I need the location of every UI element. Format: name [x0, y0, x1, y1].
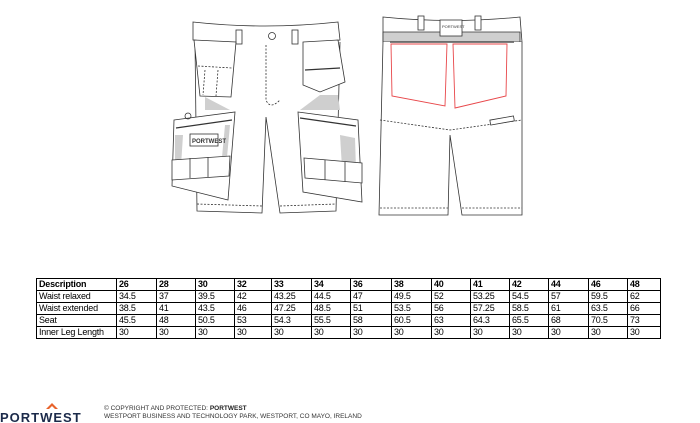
- table-cell: 68: [548, 314, 589, 327]
- table-cell: 30: [271, 326, 312, 339]
- table-cell: 63.5: [588, 302, 628, 315]
- column-header-size: 46: [588, 278, 628, 291]
- row-label: Waist extended: [36, 302, 117, 315]
- table-cell: 57: [548, 290, 589, 303]
- table-cell: 57.25: [470, 302, 510, 315]
- column-header-size: 26: [116, 278, 157, 291]
- table-cell: 60.5: [391, 314, 432, 327]
- table-cell: 54.3: [271, 314, 312, 327]
- copyright-notice: © COPYRIGHT AND PROTECTED: PORTWEST: [104, 405, 247, 412]
- table-cell: 48: [156, 314, 196, 327]
- table-cell: 65.5: [509, 314, 549, 327]
- table-cell: 56: [431, 302, 471, 315]
- row-label: Waist relaxed: [36, 290, 117, 303]
- table-cell: 58.5: [509, 302, 549, 315]
- table-cell: 30: [470, 326, 510, 339]
- table-cell: 37: [156, 290, 196, 303]
- column-header-size: 41: [470, 278, 510, 291]
- garment-technical-drawing: PORTWEST PORTWEST: [171, 15, 523, 216]
- copyright-label: © COPYRIGHT AND PROTECTED:: [104, 405, 208, 412]
- portwest-logo: PORTWEST: [0, 403, 81, 423]
- copyright-brand: PORTWEST: [209, 405, 247, 412]
- table-cell: 73: [627, 314, 661, 327]
- table-cell: 45.5: [116, 314, 157, 327]
- table-cell: 47: [350, 290, 392, 303]
- table-cell: 61: [548, 302, 589, 315]
- column-header-size: 48: [627, 278, 661, 291]
- table-cell: 62: [627, 290, 661, 303]
- table-cell: 46: [234, 302, 272, 315]
- table-cell: 30: [116, 326, 157, 339]
- table-cell: 55.5: [311, 314, 351, 327]
- table-cell: 53: [234, 314, 272, 327]
- table-cell: 30: [350, 326, 392, 339]
- column-header-size: 40: [431, 278, 471, 291]
- table-cell: 30: [627, 326, 661, 339]
- table-cell: 63: [431, 314, 471, 327]
- table-cell: 30: [234, 326, 272, 339]
- table-cell: 39.5: [195, 290, 235, 303]
- column-header-size: 33: [271, 278, 312, 291]
- table-cell: 64.3: [470, 314, 510, 327]
- column-header-description: Description: [36, 278, 117, 291]
- column-header-size: 32: [234, 278, 272, 291]
- table-cell: 30: [509, 326, 549, 339]
- column-header-size: 38: [391, 278, 432, 291]
- table-cell: 30: [156, 326, 196, 339]
- table-cell: 49.5: [391, 290, 432, 303]
- column-header-size: 28: [156, 278, 196, 291]
- table-cell: 58: [350, 314, 392, 327]
- table-cell: 34.5: [116, 290, 157, 303]
- table-cell: 30: [548, 326, 589, 339]
- column-header-size: 34: [311, 278, 351, 291]
- table-cell: 52: [431, 290, 471, 303]
- table-cell: 30: [391, 326, 432, 339]
- table-cell: 38.5: [116, 302, 157, 315]
- table-cell: 41: [156, 302, 196, 315]
- table-cell: 51: [350, 302, 392, 315]
- column-header-size: 44: [548, 278, 589, 291]
- table-cell: 70.5: [588, 314, 628, 327]
- table-cell: 66: [627, 302, 661, 315]
- svg-text:PORTWEST: PORTWEST: [442, 24, 465, 29]
- table-cell: 44.5: [311, 290, 351, 303]
- column-header-size: 42: [509, 278, 549, 291]
- table-cell: 43.5: [195, 302, 235, 315]
- table-cell: 30: [588, 326, 628, 339]
- table-cell: 30: [195, 326, 235, 339]
- front-view-shorts: PORTWEST: [171, 21, 363, 214]
- table-cell: 50.5: [195, 314, 235, 327]
- table-cell: 43.25: [271, 290, 312, 303]
- table-cell: 47.25: [271, 302, 312, 315]
- table-cell: 42: [234, 290, 272, 303]
- column-header-size: 36: [350, 278, 392, 291]
- table-cell: 48.5: [311, 302, 351, 315]
- table-cell: 53.5: [391, 302, 432, 315]
- table-cell: 30: [311, 326, 351, 339]
- table-cell: 54.5: [509, 290, 549, 303]
- row-label: Seat: [36, 314, 117, 327]
- svg-text:PORTWEST: PORTWEST: [192, 139, 226, 145]
- row-label: Inner Leg Length: [36, 326, 117, 339]
- table-cell: 53.25: [470, 290, 510, 303]
- back-view-shorts: PORTWEST: [378, 15, 523, 216]
- table-cell: 30: [431, 326, 471, 339]
- table-cell: 59.5: [588, 290, 628, 303]
- column-header-size: 30: [195, 278, 235, 291]
